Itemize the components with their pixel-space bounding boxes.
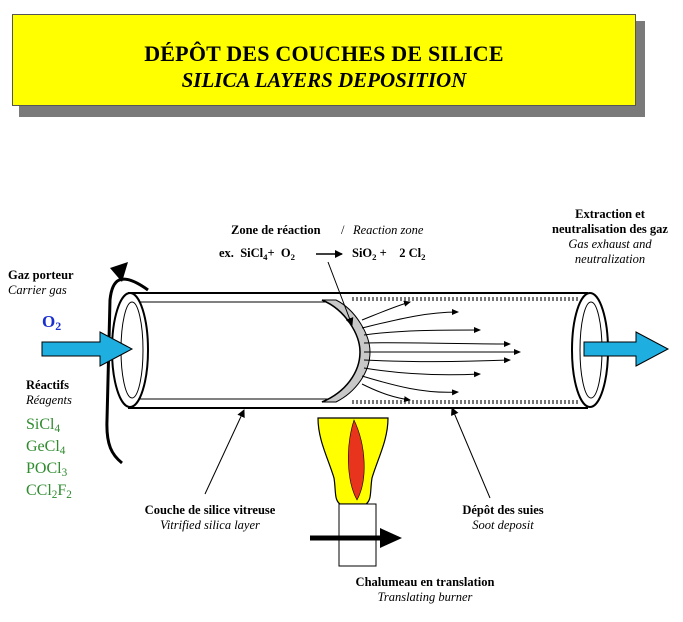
soot-deposit-label: Dépôt des suies Soot deposit [462,503,544,532]
title-banner: DÉPÔT DES COUCHES DE SILICE SILICA LAYER… [12,14,636,106]
title-french: DÉPÔT DES COUCHES DE SILICE [144,41,504,66]
reagent-list: SiCl4 GeCl4 POCl3 CCl2F2 [26,414,72,502]
gas-flow-arrows [361,300,521,403]
reagent-item: CCl2F2 [26,482,72,501]
carrier-gas-label: Gaz porteur Carrier gas [8,268,74,297]
reagent-item: GeCl4 [26,438,66,457]
burner-label: Chalumeau en translation Translating bur… [355,575,495,604]
reaction-zone-pointer [327,261,354,326]
vitreous-layer-label: Couche de silice vitreuse Vitrified sili… [144,503,276,532]
reagents-label: Réactifs Réagents [26,378,72,407]
reaction-zone-fr: Zone de réaction [231,223,321,237]
carrier-gas-arrow [41,331,134,367]
vitreous-layer-pointer [204,409,245,495]
title-english: SILICA LAYERS DEPOSITION [181,68,467,92]
reagent-item: POCl3 [26,460,68,479]
rotation-arrow-head [110,262,128,282]
reaction-equation: ex. SiCl4+ O2 [219,246,295,262]
carrier-gas-formula: O2 [42,312,62,333]
burner-flame-inner [348,419,365,501]
tube-body [128,293,588,408]
extraction-label: Extraction et neutralisation des gaz Gas… [552,207,668,266]
reaction-zone-en: Reaction zone [353,223,424,237]
rotation-arrow [105,277,149,465]
reagent-item: SiCl4 [26,416,61,435]
exhaust-arrow [583,331,670,367]
reaction-zone-separator: / [341,223,345,237]
soot-pointer [451,407,491,499]
burner-base [338,503,377,567]
reaction-products: SiO2 + 2 Cl2 [352,246,426,262]
